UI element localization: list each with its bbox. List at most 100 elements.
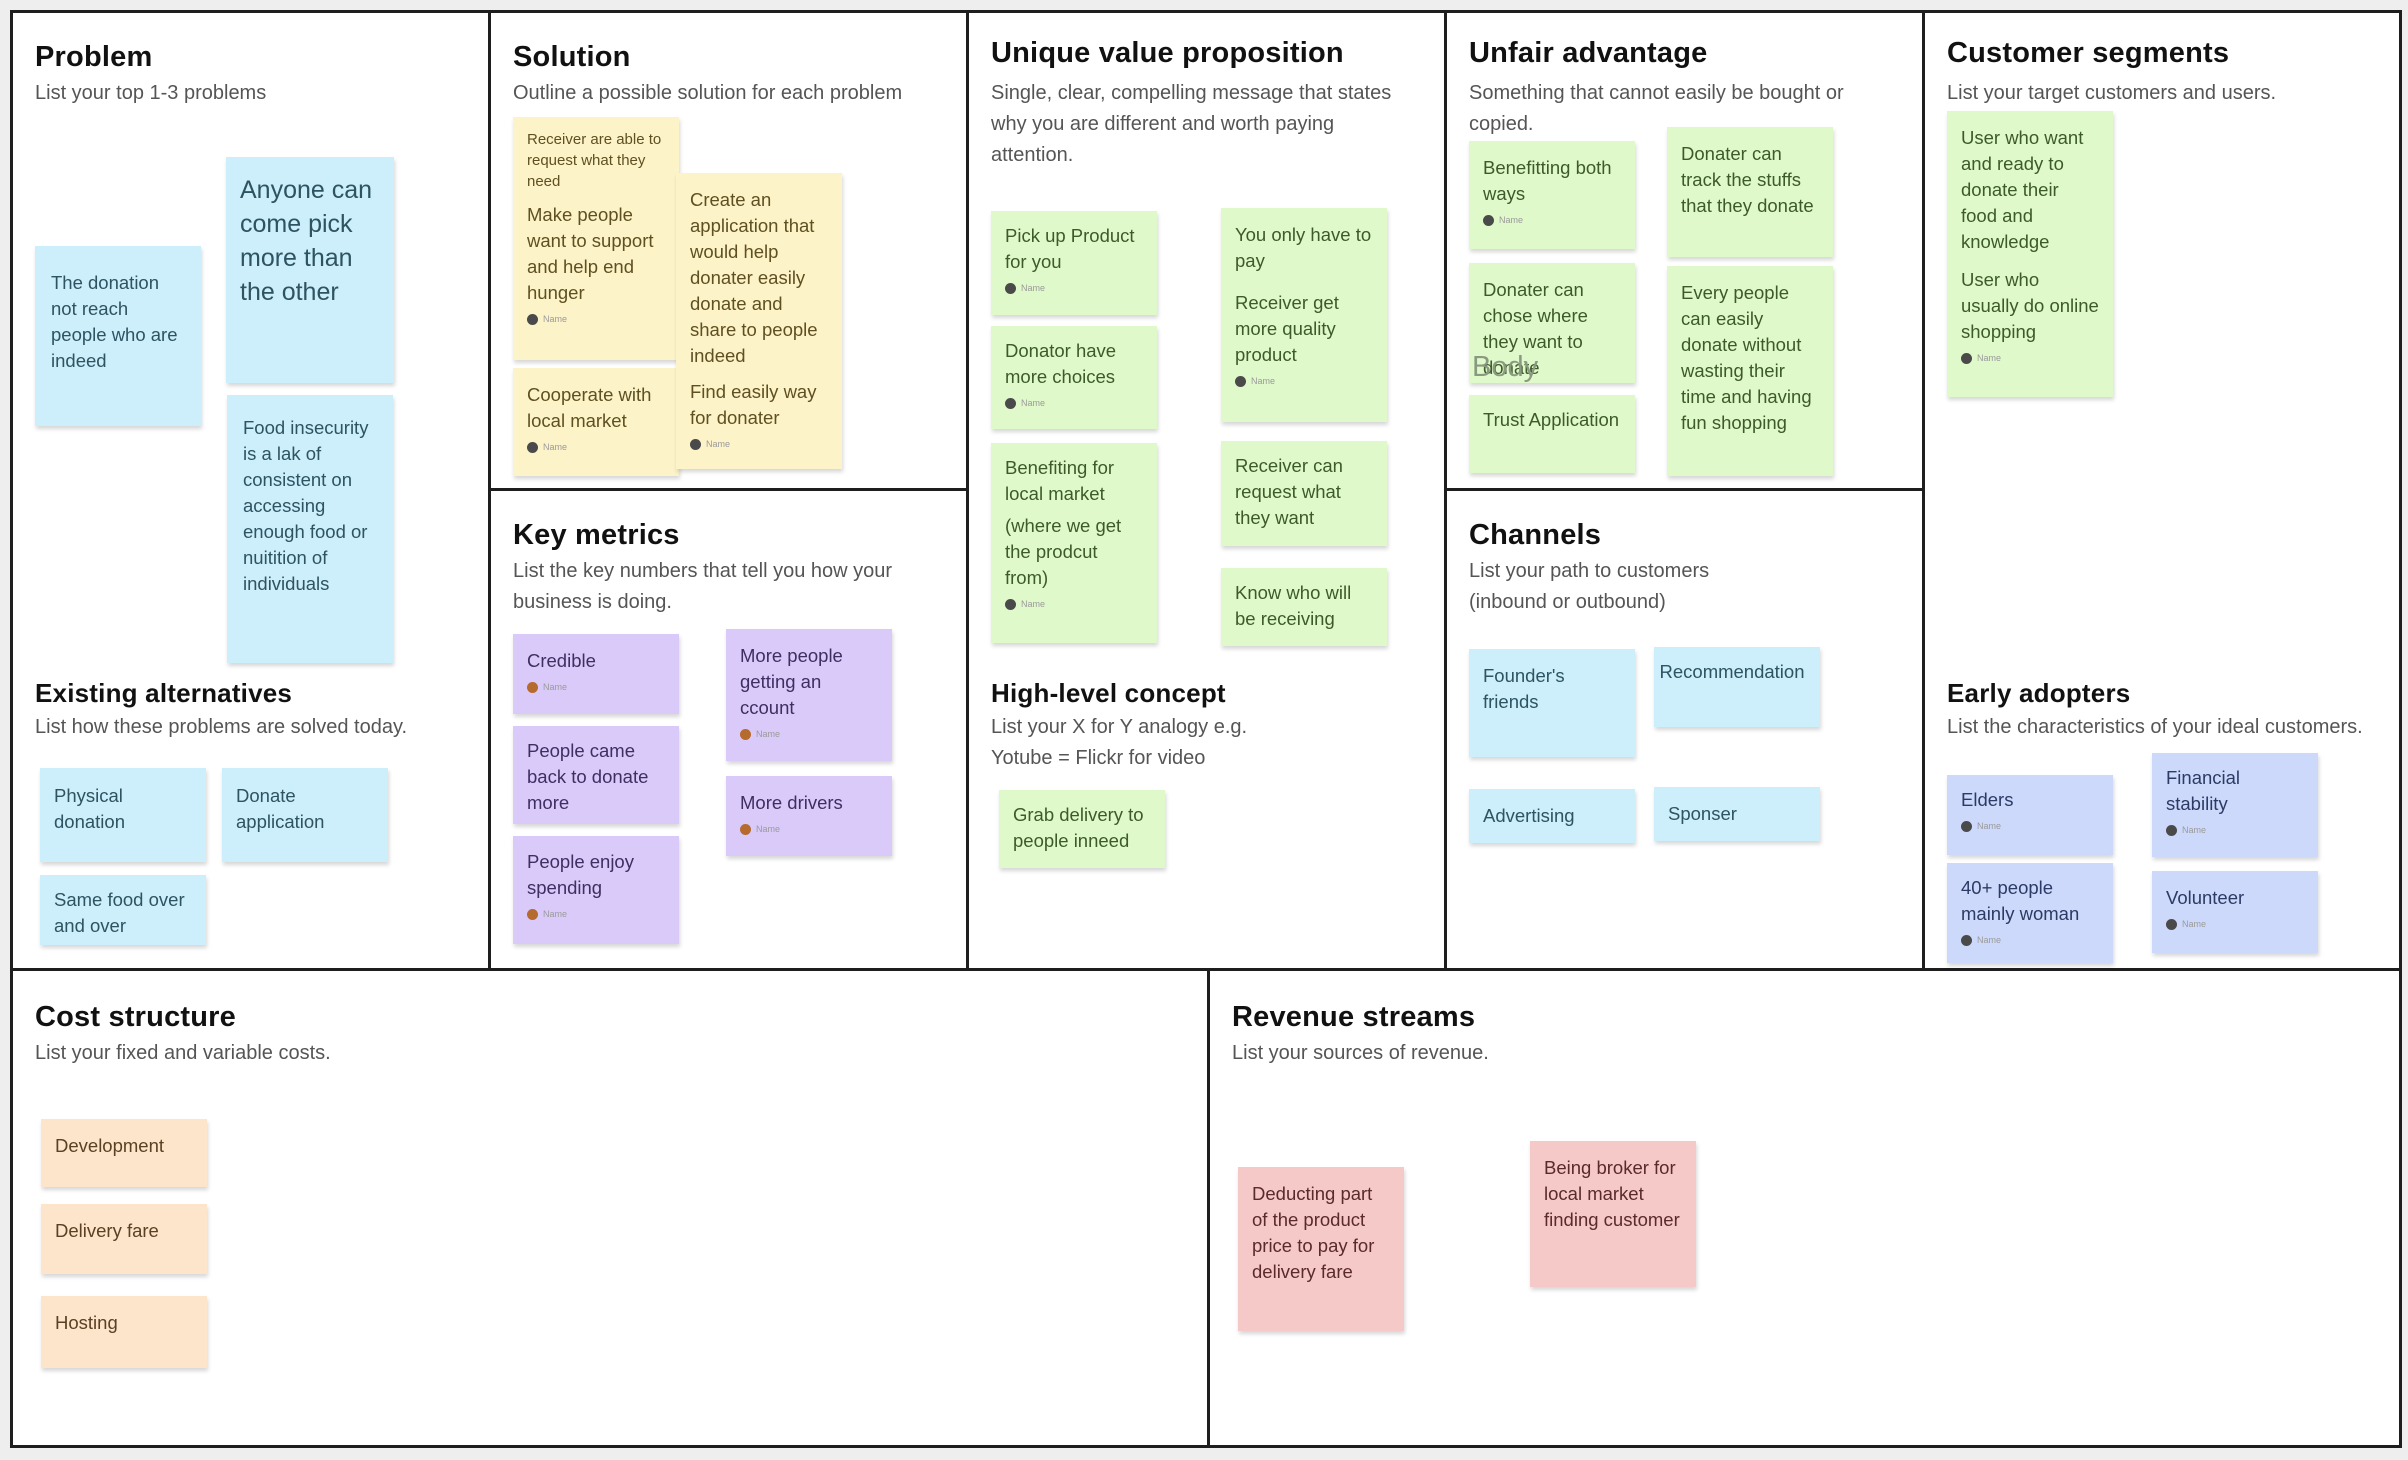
sticky-note[interactable]: Credible Name <box>513 634 679 714</box>
divider-h-solution-metrics <box>491 488 969 491</box>
section-description: List your top 1-3 problems <box>35 82 267 104</box>
divider-v-problem-solution <box>488 13 491 968</box>
author-name: Name <box>1251 376 1276 386</box>
sticky-note[interactable]: Cooperate with local market Name <box>513 368 679 476</box>
note-text: Pick up Product for you <box>1005 225 1135 272</box>
sticky-note[interactable]: Pick up Product for you Name <box>991 211 1157 315</box>
sticky-note[interactable]: Create an application that would help do… <box>676 173 842 469</box>
sticky-note[interactable]: Donater can track the stuffs that they d… <box>1667 127 1833 257</box>
sticky-note[interactable]: Advertising <box>1469 789 1635 843</box>
note-text: Financial stability <box>2166 767 2241 814</box>
note-author: Name <box>1235 376 1373 387</box>
author-name: Name <box>1021 599 1046 609</box>
section-revenue-streams[interactable]: Revenue streams List your sources of rev… <box>1210 971 2399 1448</box>
note-text: Benefiting for local market <box>1005 457 1115 504</box>
sticky-note[interactable]: Volunteer Name <box>2152 871 2318 953</box>
note-text: Find easily way for donater <box>690 381 817 428</box>
section-unfair-advantage[interactable]: Unfair advantage Something that cannot e… <box>1447 13 1922 488</box>
note-text: You only have to pay <box>1235 224 1372 271</box>
note-author: Name <box>690 439 828 450</box>
note-text: Receiver can request what they want <box>1235 455 1343 528</box>
avatar <box>1961 821 1972 832</box>
sticky-note[interactable]: Hosting <box>41 1296 207 1368</box>
avatar <box>1005 599 1016 610</box>
avatar <box>2166 825 2177 836</box>
sticky-note[interactable]: Elders Name <box>1947 775 2113 855</box>
sticky-note[interactable]: Delivery fare <box>41 1204 207 1274</box>
sticky-note[interactable]: Donater can chose where they want to don… <box>1469 263 1635 383</box>
section-title: High-level concept <box>991 678 1226 708</box>
sticky-note[interactable]: Deducting part of the product price to p… <box>1238 1167 1404 1331</box>
sticky-note[interactable]: More people getting an ccount Name <box>726 629 892 761</box>
note-text: More people getting an ccount <box>740 645 843 718</box>
note-author: Name <box>1961 935 2099 946</box>
sticky-note[interactable]: Benefitting both ways Name <box>1469 141 1635 249</box>
note-author: Name <box>1483 215 1621 226</box>
sticky-note[interactable]: Receiver can request what they want <box>1221 441 1387 546</box>
sticky-note[interactable]: The donation not reach people who are in… <box>35 246 201 426</box>
sticky-note[interactable]: 40+ people mainly woman Name <box>1947 863 2113 963</box>
sticky-note[interactable]: Trust Application <box>1469 395 1635 473</box>
note-text: Advertising <box>1483 805 1575 826</box>
author-name: Name <box>543 442 568 452</box>
note-author: Name <box>527 909 665 920</box>
avatar <box>1961 353 1972 364</box>
note-text: Cooperate with local market <box>527 384 652 431</box>
sticky-note[interactable]: People enjoy spending Name <box>513 836 679 944</box>
note-text: More drivers <box>740 792 843 813</box>
avatar <box>527 314 538 325</box>
author-name: Name <box>1021 398 1046 408</box>
sticky-note[interactable]: People came back to donate more <box>513 726 679 824</box>
note-text: User who usually do online shopping <box>1961 269 2099 342</box>
section-title: Solution <box>513 41 631 73</box>
section-title: Cost structure <box>35 1001 236 1033</box>
sticky-note[interactable]: Financial stability Name <box>2152 753 2318 857</box>
sticky-note[interactable]: Grab delivery to people inneed <box>999 790 1165 868</box>
sticky-note[interactable]: User who want and ready to donate their … <box>1947 111 2113 397</box>
note-text: People came back to donate more <box>527 740 649 813</box>
section-description: List your X for Y analogy e.g. Yotube = … <box>991 716 1248 769</box>
sticky-note[interactable]: Founder's friends <box>1469 649 1635 757</box>
sticky-note[interactable]: Recommendation <box>1654 647 1820 727</box>
author-name: Name <box>706 439 731 449</box>
note-text: Donator have more choices <box>1005 340 1117 387</box>
sticky-note[interactable]: Physical donation <box>40 768 206 862</box>
avatar <box>1005 398 1016 409</box>
note-author: Name <box>2166 919 2304 930</box>
note-text: Physical donation <box>54 785 125 832</box>
section-channels[interactable]: Channels List your path to customers (in… <box>1447 491 1922 968</box>
sticky-note[interactable]: More drivers Name <box>726 776 892 856</box>
sticky-note[interactable]: Anyone can come pick more than the other <box>226 157 394 383</box>
sticky-note[interactable]: Being broker for local market finding cu… <box>1530 1141 1696 1287</box>
section-key-metrics[interactable]: Key metrics List the key numbers that te… <box>491 491 966 968</box>
sticky-note[interactable]: You only have to pay Receiver get more q… <box>1221 208 1387 422</box>
sticky-note[interactable]: Receiver are able to request what they n… <box>513 117 679 360</box>
avatar <box>690 439 701 450</box>
section-customer-segments[interactable]: Customer segments List your target custo… <box>1925 13 2399 968</box>
sticky-note[interactable]: Donator have more choices Name <box>991 326 1157 429</box>
sticky-note[interactable]: Same food over and over <box>40 875 206 945</box>
sticky-note[interactable]: Food insecurity is a lak of consistent o… <box>227 395 393 663</box>
sticky-note[interactable]: Development <box>41 1119 207 1187</box>
note-text-small: Receiver are able to request what they n… <box>527 131 662 190</box>
section-solution[interactable]: Solution Outline a possible solution for… <box>491 13 966 488</box>
author-name: Name <box>756 824 781 834</box>
sticky-note[interactable]: Know who will be receiving <box>1221 568 1387 646</box>
author-name: Name <box>1021 283 1046 293</box>
section-problem[interactable]: Problem List your top 1-3 problems The d… <box>13 13 488 968</box>
section-title: Existing alternatives <box>35 678 293 708</box>
section-title: Problem <box>35 41 153 73</box>
note-author: Name <box>1005 398 1143 409</box>
section-description: List your target customers and users. <box>1947 82 2277 104</box>
section-title: Customer segments <box>1947 37 2230 69</box>
sticky-note[interactable]: Sponser <box>1654 787 1820 841</box>
sticky-note[interactable]: Every people can easily donate without w… <box>1667 266 1833 476</box>
sticky-note[interactable]: Donate application <box>222 768 388 862</box>
note-author: Name <box>1961 821 2099 832</box>
section-cost-structure[interactable]: Cost structure List your fixed and varia… <box>13 971 1207 1448</box>
note-text: Benefitting both ways <box>1483 157 1612 204</box>
section-unique-value-proposition[interactable]: Unique value proposition Single, clear, … <box>969 13 1444 968</box>
sticky-note[interactable]: Benefiting for local market (where we ge… <box>991 443 1157 643</box>
lean-canvas-board: Problem List your top 1-3 problems The d… <box>10 10 2402 1448</box>
note-text: Sponser <box>1668 803 1737 824</box>
